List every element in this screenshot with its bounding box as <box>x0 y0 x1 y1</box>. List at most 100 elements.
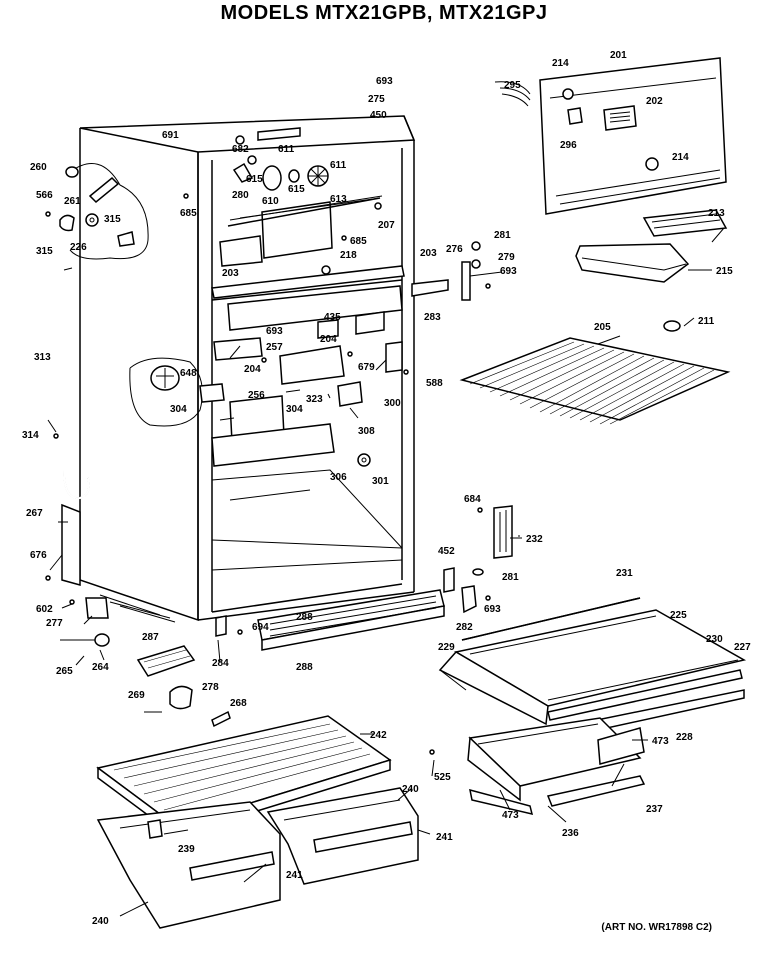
callout-240: 240 <box>92 916 109 927</box>
glass-shelf-assembly <box>438 597 747 741</box>
callout-602: 602 <box>36 604 53 615</box>
callout-611: 611 <box>278 144 295 155</box>
mullion-rail <box>211 241 491 335</box>
callout-694: 694 <box>252 622 269 633</box>
callout-260: 260 <box>30 162 47 173</box>
callout-280: 280 <box>232 190 249 201</box>
callout-613: 613 <box>330 194 347 205</box>
callout-207: 207 <box>378 220 395 231</box>
callout-215: 215 <box>716 266 733 277</box>
callout-218: 218 <box>340 250 357 261</box>
snack-pan <box>429 717 646 816</box>
callout-241: 241 <box>436 832 453 843</box>
leader-lines <box>47 227 725 917</box>
evaporator-fan-assembly <box>183 127 383 267</box>
callout-230: 230 <box>706 634 723 645</box>
callout-435: 435 <box>324 312 341 323</box>
callout-611: 611 <box>330 160 347 171</box>
tube-313 <box>63 262 90 499</box>
callout-242: 242 <box>370 730 387 741</box>
callout-283: 283 <box>424 312 441 323</box>
callout-261: 261 <box>64 196 81 207</box>
callout-226: 226 <box>70 242 87 253</box>
callout-288: 288 <box>296 662 313 673</box>
callout-304: 304 <box>286 404 303 415</box>
callout-685: 685 <box>350 236 367 247</box>
callout-269: 269 <box>128 690 145 701</box>
callout-313: 313 <box>34 352 51 363</box>
callout-615: 615 <box>288 184 305 195</box>
callout-610: 610 <box>262 196 279 207</box>
callout-225: 225 <box>670 610 687 621</box>
callout-276: 276 <box>446 244 463 255</box>
insulation-outline <box>69 163 149 260</box>
callout-450: 450 <box>370 110 387 121</box>
shelf-support-213 <box>642 209 728 237</box>
callout-227: 227 <box>734 642 751 653</box>
callout-693: 693 <box>500 266 517 277</box>
callout-525: 525 <box>434 772 451 783</box>
callout-264: 264 <box>92 662 109 673</box>
callout-277: 277 <box>46 618 63 629</box>
callout-566: 566 <box>36 190 53 201</box>
callout-288: 288 <box>296 612 313 623</box>
callout-315: 315 <box>104 214 121 225</box>
callout-682: 682 <box>232 144 249 155</box>
callout-240: 240 <box>402 784 419 795</box>
refrigerator-cabinet <box>61 115 416 623</box>
callout-229: 229 <box>438 642 455 653</box>
art-number: (ART NO. WR17898 C2) <box>601 922 712 933</box>
callout-275: 275 <box>368 94 385 105</box>
callout-214: 214 <box>672 152 689 163</box>
callout-267: 267 <box>26 508 43 519</box>
callout-323: 323 <box>306 394 323 405</box>
callout-473: 473 <box>502 810 519 821</box>
callout-205: 205 <box>594 322 611 333</box>
freezer-bin <box>575 243 690 283</box>
callout-452: 452 <box>438 546 455 557</box>
callout-296: 296 <box>560 140 577 151</box>
callout-295: 295 <box>504 80 521 91</box>
callout-232: 232 <box>526 534 543 545</box>
callout-287: 287 <box>142 632 159 643</box>
callout-648: 648 <box>180 368 197 379</box>
callout-615: 615 <box>246 174 263 185</box>
callout-308: 308 <box>358 426 375 437</box>
callout-306: 306 <box>330 472 347 483</box>
control-housing <box>53 319 409 467</box>
callout-203: 203 <box>420 248 437 259</box>
callout-279: 279 <box>498 252 515 263</box>
callout-281: 281 <box>494 230 511 241</box>
callout-239: 239 <box>178 844 195 855</box>
callout-314: 314 <box>22 430 39 441</box>
callout-684: 684 <box>464 494 481 505</box>
callout-282: 282 <box>456 622 473 633</box>
callout-685: 685 <box>180 208 197 219</box>
callout-588: 588 <box>426 378 443 389</box>
callout-214: 214 <box>552 58 569 69</box>
callout-237: 237 <box>646 804 663 815</box>
callout-315: 315 <box>36 246 53 257</box>
callout-473: 473 <box>652 736 669 747</box>
callout-201: 201 <box>610 50 627 61</box>
callout-281: 281 <box>502 572 519 583</box>
callout-204: 204 <box>320 334 337 345</box>
leveling-parts <box>60 633 231 728</box>
wire-shelf <box>459 320 731 425</box>
callout-693: 693 <box>484 604 501 615</box>
callout-202: 202 <box>646 96 663 107</box>
diagram-title: MODELS MTX21GPB, MTX21GPJ <box>220 2 548 24</box>
shelf-track <box>493 505 513 559</box>
callout-278: 278 <box>202 682 219 693</box>
callout-labels: 693 275 450 295 214 201 202 296 214 213 … <box>22 50 751 927</box>
crisper-drawers <box>96 787 419 929</box>
callout-301: 301 <box>372 476 389 487</box>
callout-304: 304 <box>170 404 187 415</box>
base-grille <box>45 575 445 651</box>
callout-256: 256 <box>248 390 265 401</box>
callout-693: 693 <box>376 76 393 87</box>
callout-693: 693 <box>266 326 283 337</box>
callout-268: 268 <box>230 698 247 709</box>
callout-241: 241 <box>286 870 303 881</box>
